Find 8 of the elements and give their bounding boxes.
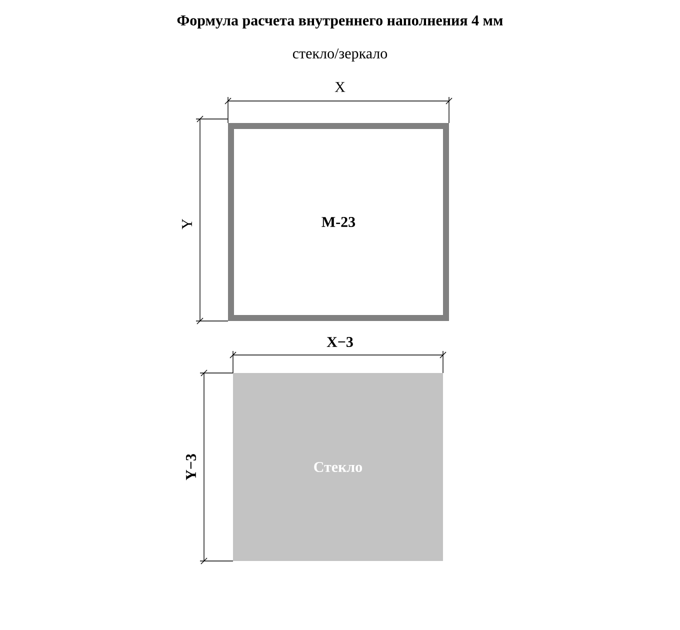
glass-panel: Стекло (233, 373, 443, 561)
subtitle: стекло/зеркало (292, 48, 388, 62)
dimension-label: X (334, 82, 346, 92)
dimension-label: Y−3 (186, 454, 196, 480)
title: Формула расчета внутреннего наполнения 4 мм (177, 15, 503, 29)
frame-box: M-23 (228, 123, 449, 321)
dimension-label: X−3 (326, 336, 353, 348)
dimension-label: Y (182, 218, 192, 230)
